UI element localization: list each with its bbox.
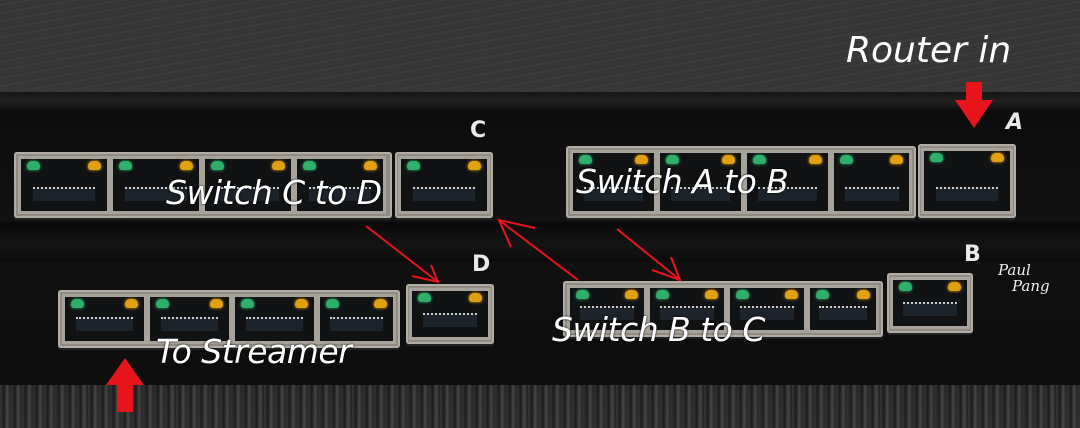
led-orange [722,155,735,164]
led-orange [468,161,481,170]
led-orange [705,290,718,299]
signature: Paul Pang [998,262,1050,294]
switch-b-ports [563,281,883,337]
port [647,285,727,333]
router-in-label: Router in [846,30,1012,71]
led-green [576,290,589,299]
switch-a-uplink [918,144,1016,218]
switch-b-uplink [887,273,973,333]
port [744,150,831,214]
led-green [71,299,84,308]
switch-c-uplink [395,152,493,218]
port [62,294,147,344]
led-green [930,153,943,162]
switch-letter-d: D [472,252,491,277]
connection-arrow-icon [616,228,682,282]
led-orange [625,290,638,299]
led-green [119,161,132,170]
port [921,148,1013,214]
port [232,294,317,344]
port [890,277,970,329]
port [807,285,879,333]
led-orange [469,293,482,302]
middle-lip [0,222,1080,262]
led-orange [890,155,903,164]
led-green [753,155,766,164]
led-orange [809,155,822,164]
up-arrow-icon [106,358,144,412]
led-orange [785,290,798,299]
led-green [418,293,431,302]
switch-c-to-d-label: Switch C to D [166,173,382,212]
switch-d-uplink [406,284,494,344]
led-orange [180,161,193,170]
led-orange [635,155,648,164]
led-green [816,290,829,299]
led-orange [857,290,870,299]
port [567,285,647,333]
switch-a-ports [566,146,916,218]
switch-letter-b: B [964,242,981,267]
port [831,150,912,214]
led-orange [364,161,377,170]
port [657,150,744,214]
led-green [241,299,254,308]
top-plate [0,0,1080,96]
top-lip [0,92,1080,110]
switch-letter-c: C [470,118,487,143]
switch-d-ports [58,290,400,348]
port [409,288,491,340]
port [147,294,232,344]
led-green [840,155,853,164]
switch-letter-a: A [1006,110,1024,135]
led-green [736,290,749,299]
down-arrow-icon [955,82,993,128]
port [570,150,657,214]
led-green [407,161,420,170]
led-orange [295,299,308,308]
port [202,156,294,214]
led-green [899,282,912,291]
connection-arrow-icon [365,225,440,284]
port [727,285,807,333]
port [110,156,202,214]
to-streamer-label: To Streamer [156,332,352,371]
led-orange [991,153,1004,162]
switch-c-ports [14,152,392,218]
led-orange [948,282,961,291]
port [294,156,386,214]
switch-a-to-b-label: Switch A to B [576,162,789,201]
signature-line-1: Paul [998,261,1031,279]
led-orange [272,161,285,170]
led-orange [210,299,223,308]
led-orange [374,299,387,308]
led-orange [88,161,101,170]
granite-surface [0,385,1080,428]
led-green [156,299,169,308]
led-green [579,155,592,164]
connection-arrow-icon [497,218,579,281]
led-green [656,290,669,299]
led-green [211,161,224,170]
signature-line-2: Pang [1012,277,1050,295]
led-green [666,155,679,164]
led-green [27,161,40,170]
port [18,156,110,214]
port [317,294,396,344]
led-green [303,161,316,170]
switch-b-to-c-label: Switch B to C [552,310,765,349]
port [398,156,490,214]
led-green [326,299,339,308]
led-orange [125,299,138,308]
